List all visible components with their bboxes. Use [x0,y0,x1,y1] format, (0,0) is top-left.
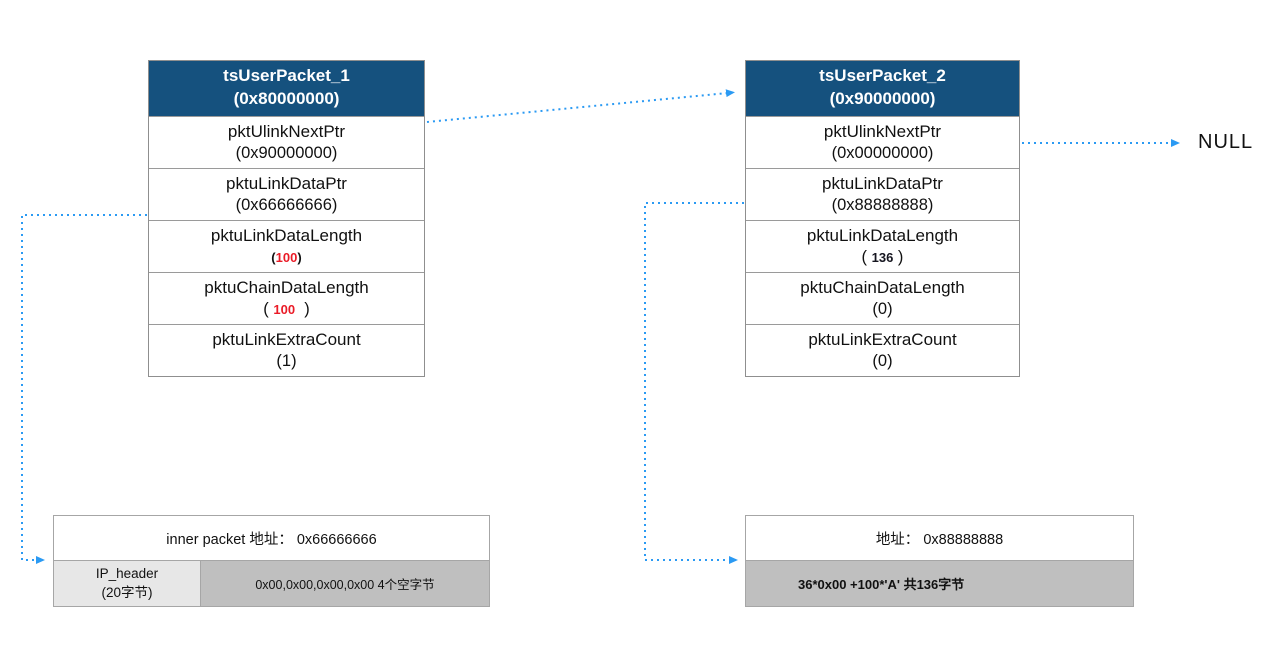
paren-close: ) [297,249,302,265]
field-label: pktuChainDataLength [800,277,965,297]
struct-title: tsUserPacket_2 [819,66,946,85]
struct-address: (0x90000000) [829,88,936,108]
field-label: pktuLinkExtraCount [212,329,361,349]
data-buffer-0x88888888: 地址： 0x88888888 36*0x00 +100*'A' 共136字节 [745,515,1134,607]
struct-address: (0x80000000) [233,88,340,108]
field-number: 136 [871,249,894,265]
field-label: pktUlinkNextPtr [227,121,346,141]
paren-open: ( [861,247,872,266]
field-value: ( 136 ) [862,247,904,268]
arrow-data-ptr-1-to-buffer [21,214,147,564]
field-value: (0) [872,299,893,318]
ip-header-name: IP_header [95,566,159,582]
field-value: (1) [276,351,297,370]
struct-header-1: tsUserPacket_1 (0x80000000) [149,61,424,116]
null-terminator-label: NULL [1198,131,1254,153]
field-row-pktuLinkDataLength: pktuLinkDataLength ( 136 ) [746,219,1019,272]
field-row-pktuLinkDataPtr: pktuLinkDataPtr (0x66666666) [149,167,424,220]
field-label: pktuChainDataLength [204,277,369,297]
paren-close: ) [893,247,904,266]
field-row-pktuLinkDataLength: pktuLinkDataLength (100) [149,219,424,272]
buffer-address-label: 地址： 0x88888888 [746,516,1133,561]
field-value: (0x66666666) [235,195,338,214]
padding-bytes-cell: 0x00,0x00,0x00,0x00 4个空字节 [201,561,489,606]
field-label: pktuLinkExtraCount [808,329,957,349]
field-label: pktuLinkDataPtr [226,173,347,193]
field-value: ( 100 ) [263,299,309,320]
field-number-highlighted: 100 [273,301,296,317]
struct-tsUserPacket-1: tsUserPacket_1 (0x80000000) pktUlinkNext… [148,60,425,377]
field-value: (0) [872,351,893,370]
arrow-data-ptr-2-to-buffer [644,202,744,564]
field-value: (100) [271,247,301,268]
struct-header-2: tsUserPacket_2 (0x90000000) [746,61,1019,116]
data-buffer-0x66666666: inner packet 地址： 0x66666666 IP_header (2… [53,515,490,607]
field-row-pktuChainDataLength: pktuChainDataLength (0) [746,271,1019,324]
paren-open: ( [271,249,276,265]
field-row-pktUlinkNextPtr: pktUlinkNextPtr (0x90000000) [149,115,424,168]
field-value: (0x00000000) [831,143,934,162]
field-label: pktUlinkNextPtr [823,121,942,141]
buffer-address-label: inner packet 地址： 0x66666666 [54,516,489,561]
payload-bytes-cell: 36*0x00 +100*'A' 共136字节 [746,561,1133,606]
ip-header-cell: IP_header (20字节) [54,561,201,606]
field-row-pktuLinkExtraCount: pktuLinkExtraCount (1) [149,323,424,376]
paren-open: ( [263,299,274,318]
field-label: pktuLinkDataLength [210,225,363,245]
paren-close: ) [295,299,310,318]
field-label: pktuLinkDataLength [806,225,959,245]
field-row-pktUlinkNextPtr: pktUlinkNextPtr (0x00000000) [746,115,1019,168]
field-value: (0x90000000) [235,143,338,162]
struct-title: tsUserPacket_1 [223,66,350,85]
struct-tsUserPacket-2: tsUserPacket_2 (0x90000000) pktUlinkNext… [745,60,1020,377]
field-value: (0x88888888) [831,195,934,214]
field-row-pktuLinkDataPtr: pktuLinkDataPtr (0x88888888) [746,167,1019,220]
field-label: pktuLinkDataPtr [822,173,943,193]
field-row-pktuLinkExtraCount: pktuLinkExtraCount (0) [746,323,1019,376]
field-row-pktuChainDataLength: pktuChainDataLength ( 100 ) [149,271,424,324]
field-number-highlighted: 100 [275,249,298,265]
ip-header-size: (20字节) [101,584,153,600]
buffer-content-row: 36*0x00 +100*'A' 共136字节 [746,561,1133,606]
buffer-content-row: IP_header (20字节) 0x00,0x00,0x00,0x00 4个空… [54,561,489,606]
arrow-next-ptr-1-to-packet2 [426,89,735,123]
